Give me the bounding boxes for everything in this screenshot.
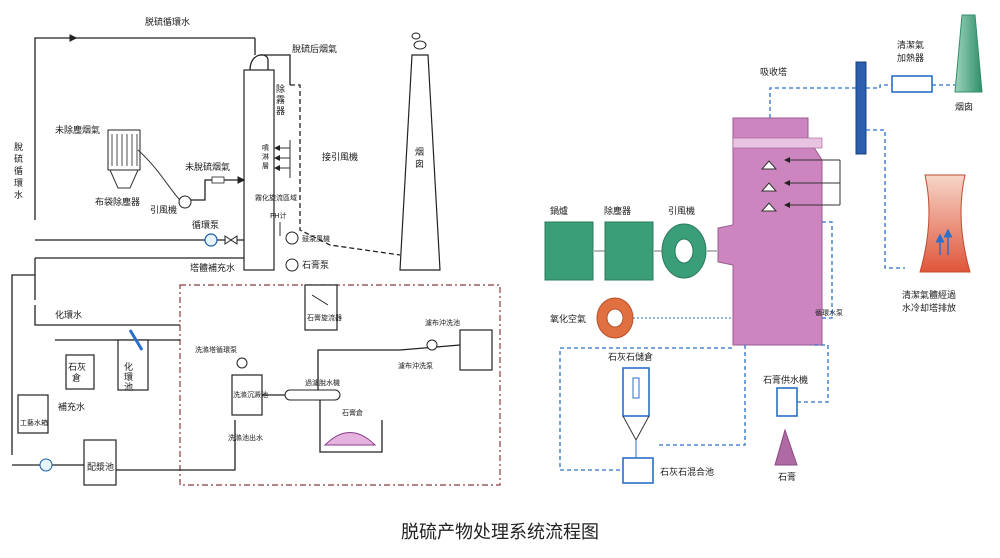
right-diagram: 吸收塔 清潔氣加熱器 烟囱 清潔氣體經過水冷却塔排放 鍋爐 [544, 14, 983, 484]
right-chimney-label: 烟囱 [955, 101, 973, 113]
lime-bin-label: 石灰倉 [68, 361, 86, 384]
tower-makeup-water-label: 塔體補充水 [190, 262, 235, 274]
dosing-pool [83, 439, 117, 486]
boiler [544, 221, 594, 281]
spray-layer-label: 噴淋層 [262, 143, 269, 170]
gypsum-cyclone-label: 石膏旋流器 [307, 313, 342, 322]
absorber-tower [717, 117, 823, 346]
washing-sediment-pool [231, 374, 263, 416]
undedusted-flue-gas-label: 未除塵烟氣 [55, 124, 100, 136]
dust-remover-label: 除塵器 [604, 205, 631, 217]
demister-label: 除霧器 [276, 83, 285, 117]
filter-cloth-pool [459, 329, 493, 371]
boiler-label: 鍋爐 [550, 205, 568, 217]
makeup-water-label: 補充水 [58, 401, 85, 413]
right-chimney [954, 14, 983, 93]
chem-loop-water-label: 化環水 [55, 309, 82, 321]
gypsum-pile-right [774, 428, 798, 466]
right-induced-fan-label: 引風機 [668, 205, 695, 217]
gypsum-water-supply [776, 387, 798, 417]
process-water-tank-label: 工藝水箱 [20, 418, 48, 427]
chem-loop-pool [117, 339, 149, 391]
left-chimney-label: 烟囱 [415, 146, 424, 170]
circulation-pump-icon [204, 233, 218, 247]
undesulfed-flue-gas-label: 未脫硫烟氣 [185, 161, 230, 173]
after-desulf-flue-gas-label: 脫硫后烟氣 [292, 43, 337, 55]
slurry-fan-label: 鼓泵風機 [302, 234, 330, 243]
slurry-fan-icon [285, 231, 299, 245]
circulation-pump-label-right: 循環水泵 [815, 308, 843, 317]
dosing-pool-label: 配漿池 [87, 461, 114, 473]
clean-gas-heater [891, 75, 933, 93]
washing-outlet-water-label: 洗滌池出水 [228, 433, 263, 442]
figure-caption: 脱硫产物处理系统流程图 [401, 522, 599, 543]
desulf-circulation-pipe [34, 37, 255, 220]
left-chimney [399, 54, 441, 271]
heat-exchanger-bar [855, 61, 867, 155]
left-diagram: 脱硫循環水 脫硫循環水 脫硫后烟氣 除霧器 噴淋層 未除塵烟氣 布袋除塵器 [11, 16, 501, 486]
desulf-circ-water-top-label: 脱硫循環水 [145, 16, 190, 28]
dewatering-region [179, 284, 501, 486]
filter-cloth-pool-label: 濾布沖洗池 [425, 318, 460, 327]
swirl-zone-label: 霧化旋流區域 [255, 193, 297, 202]
filter-cloth-pump-label: 濾布沖洗泵 [398, 361, 433, 370]
ph-meter-label: PH计 [270, 211, 287, 220]
cooling-tower [919, 174, 971, 273]
left-induced-fan-label: 引風機 [150, 204, 177, 216]
cooling-tower-label: 清潔氣體經過水冷却塔排放 [902, 289, 956, 314]
vacuum-belt-filter-label: 過濾脫水機 [305, 378, 340, 387]
to-induced-fan-label: 接引風機 [322, 151, 358, 163]
left-absorber-tower [243, 69, 275, 271]
limestone-mix-pool-label: 石灰石混合池 [660, 466, 714, 478]
gypsum-pump-label: 石膏泵 [302, 259, 329, 271]
dust-remover [604, 221, 654, 281]
left-induced-fan-icon [178, 195, 192, 209]
filter-cloth-pump-icon [426, 339, 438, 351]
clean-gas-heater-label: 清潔氣加熱器 [897, 39, 924, 64]
circulation-pump-label: 循環泵 [192, 219, 219, 231]
gypsum-cyclone [304, 284, 338, 331]
washing-tower-pump-label: 洗滌塔循環泵 [195, 345, 237, 354]
absorber-label: 吸收塔 [760, 66, 787, 78]
gypsum-pump-icon [285, 258, 299, 272]
bag-filter [107, 129, 141, 171]
gypsum-pile [323, 432, 377, 446]
limestone-silo [622, 367, 650, 417]
lime-bin [65, 354, 95, 390]
bag-filter-label: 布袋除塵器 [95, 196, 140, 208]
vacuum-belt-filter [284, 389, 341, 401]
dosing-pump-icon [39, 458, 53, 472]
gypsum-bin-label: 石膏倉 [342, 408, 363, 417]
oxidation-air-label: 氧化空氣 [550, 313, 586, 325]
gypsum-label: 石膏 [778, 471, 796, 483]
process-water-tank [17, 394, 49, 434]
washing-sediment-pool-label: 洗滌沉澱池 [233, 390, 268, 399]
gypsum-water-supply-label: 石膏供水機 [763, 374, 808, 386]
limestone-mix-pool [622, 457, 654, 484]
chem-loop-pool-label: 化環池 [124, 361, 133, 393]
limestone-silo-label: 石灰石儲倉 [608, 351, 653, 363]
desulf-circ-water-side-label: 脫硫循環水 [14, 142, 23, 201]
